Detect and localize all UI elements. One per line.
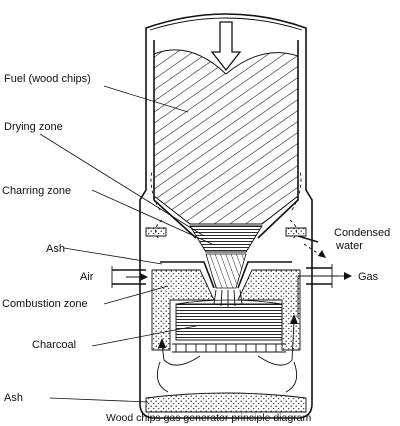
leader-lines [39, 85, 213, 403]
air-inlet-pipe [111, 266, 148, 288]
throat [160, 253, 292, 289]
label-drying-zone: Drying zone [4, 121, 63, 133]
bottom-ash [145, 392, 307, 413]
combustion-flames [213, 289, 243, 308]
combustion-chamber-insulation [151, 269, 301, 351]
gas-circulation-arrows [156, 314, 298, 393]
label-air: Air [80, 271, 94, 283]
charcoal-bed [175, 299, 283, 341]
fuel-bed [153, 49, 299, 225]
grate [172, 343, 286, 353]
inner-hopper [153, 40, 299, 239]
condensed-water-outlet [297, 235, 326, 258]
label-ash-upper: Ash [46, 243, 65, 255]
charring-zone [189, 225, 263, 253]
label-combustion-zone: Combustion zone [2, 298, 88, 310]
label-condensed-water-line1: Condensed [334, 227, 390, 239]
label-fuel: Fuel (wood chips) [4, 73, 91, 85]
label-gas: Gas [358, 271, 379, 283]
label-ash-lower: Ash [4, 392, 23, 404]
label-charring-zone: Charring zone [2, 185, 71, 197]
label-condensed-water-line2: water [335, 240, 363, 252]
diagram-caption: Wood chips gas generator principle diagr… [106, 412, 312, 424]
ash-ledges [145, 227, 307, 237]
fuel-feed-arrow [210, 21, 242, 72]
label-charcoal: Charcoal [32, 339, 76, 351]
vessel-outer-wall [139, 13, 313, 419]
gas-outlet-pipe [297, 264, 352, 318]
